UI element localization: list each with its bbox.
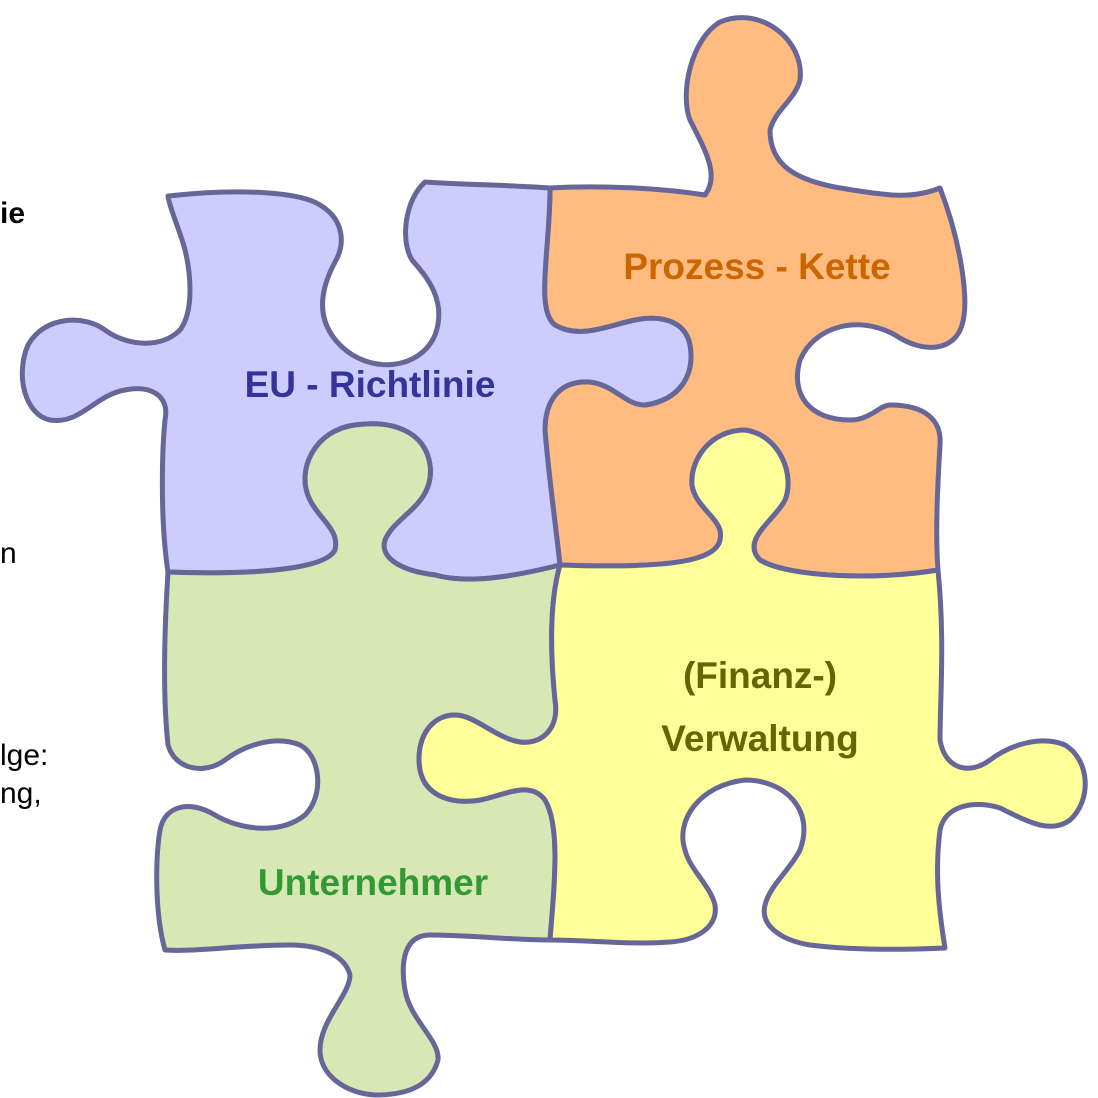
label-unternehmer: Unternehmer	[258, 862, 488, 903]
label-prozess-kette: Prozess - Kette	[623, 246, 890, 287]
side-text-fragment-4: ng,	[0, 777, 42, 810]
side-text-fragment-2: n	[0, 537, 17, 570]
side-text-fragment-1: ie	[0, 197, 26, 230]
label-verwaltung: Verwaltung	[661, 718, 858, 759]
side-text-fragment-3: lge:	[0, 739, 49, 772]
label-finanz: (Finanz-)	[683, 655, 837, 696]
puzzle-piece-unternehmer	[154, 421, 563, 1098]
puzzle-piece-verwaltung	[416, 427, 1088, 952]
label-eu-richtlinie: EU - Richtlinie	[245, 364, 496, 405]
